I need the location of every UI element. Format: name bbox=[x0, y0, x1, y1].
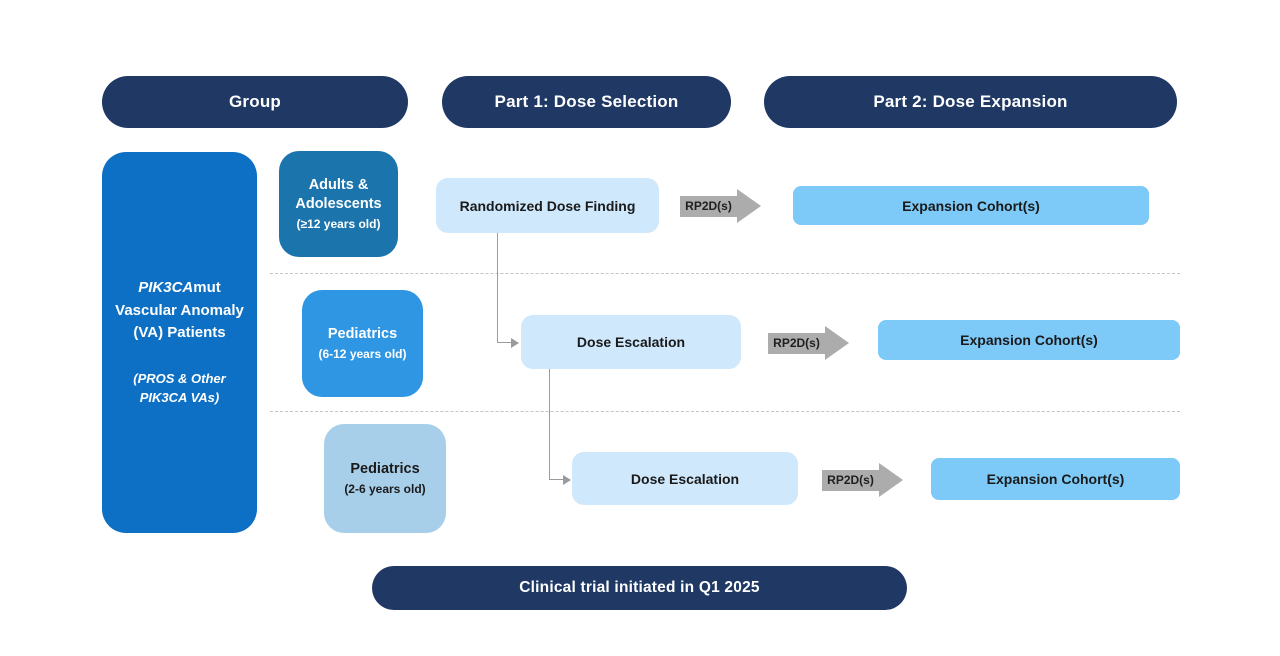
row-separator-1 bbox=[270, 273, 1180, 274]
connector-row1-to-row2-vertical bbox=[497, 233, 498, 342]
expansion-cohorts-row2-label: Expansion Cohort(s) bbox=[960, 332, 1098, 348]
header-group: Group bbox=[102, 76, 408, 128]
patient-note-line1: (PROS & Other bbox=[133, 370, 226, 386]
expansion-cohorts-row3: Expansion Cohort(s) bbox=[931, 458, 1180, 500]
connector-row1-to-row2-horizontal bbox=[497, 342, 511, 343]
patient-note-line2: PIK3CA VAs) bbox=[139, 390, 220, 406]
patient-population-box: PIK3CAmut Vascular Anomaly (VA) Patients… bbox=[102, 152, 257, 533]
header-part1-label: Part 1: Dose Selection bbox=[494, 92, 679, 111]
group-adults-years: (≥12 years old) bbox=[296, 216, 381, 231]
footer-trial-initiation-label: Clinical trial initiated in Q1 2025 bbox=[519, 579, 760, 596]
connector-row2-to-row3-arrowhead-icon bbox=[563, 475, 571, 485]
header-group-label: Group bbox=[229, 92, 281, 111]
group-peds612-years: (6-12 years old) bbox=[318, 346, 407, 361]
group-box-pediatrics-6-12: Pediatrics (6-12 years old) bbox=[302, 290, 423, 397]
rp2d-arrow-row1-label: RP2D(s) bbox=[680, 195, 737, 217]
stage-dose-escalation-row2-label: Dose Escalation bbox=[576, 334, 686, 350]
patient-line2: Vascular Anomaly bbox=[115, 301, 244, 319]
rp2d-arrow-row2-label: RP2D(s) bbox=[768, 332, 825, 354]
stage-dose-escalation-row3: Dose Escalation bbox=[572, 452, 798, 505]
row-separator-2 bbox=[270, 411, 1180, 412]
rp2d-arrow-row3: RP2D(s) bbox=[822, 463, 903, 497]
patient-note: (PROS & Other PIK3CA VAs) bbox=[133, 369, 225, 408]
patient-line3: (VA) Patients bbox=[133, 324, 226, 342]
header-part2-dose-expansion: Part 2: Dose Expansion bbox=[764, 76, 1177, 128]
stage-dose-escalation-row2: Dose Escalation bbox=[521, 315, 741, 369]
expansion-cohorts-row1: Expansion Cohort(s) bbox=[793, 186, 1149, 225]
expansion-cohorts-row3-label: Expansion Cohort(s) bbox=[986, 471, 1125, 487]
rp2d-arrowhead-icon bbox=[879, 463, 903, 497]
patient-gene-suffix: mut bbox=[193, 279, 221, 297]
connector-row2-to-row3-horizontal bbox=[549, 479, 563, 480]
header-part1-dose-selection: Part 1: Dose Selection bbox=[442, 76, 731, 128]
group-box-pediatrics-2-6: Pediatrics (2-6 years old) bbox=[324, 424, 446, 533]
rp2d-arrow-row2: RP2D(s) bbox=[768, 326, 849, 360]
header-part2-label: Part 2: Dose Expansion bbox=[873, 92, 1068, 111]
footer-trial-initiation: Clinical trial initiated in Q1 2025 bbox=[372, 566, 907, 610]
patient-gene-line: PIK3CAmut bbox=[138, 277, 221, 300]
group-adults-line2: Adolescents bbox=[295, 196, 382, 213]
stage-randomized-dose-finding-label: Randomized Dose Finding bbox=[459, 197, 636, 214]
group-peds612-line1: Pediatrics bbox=[327, 326, 398, 343]
expansion-cohorts-row2: Expansion Cohort(s) bbox=[878, 320, 1180, 360]
connector-row2-to-row3-vertical bbox=[549, 369, 550, 479]
stage-randomized-dose-finding: Randomized Dose Finding bbox=[436, 178, 659, 233]
group-box-adults-adolescents: Adults & Adolescents (≥12 years old) bbox=[279, 151, 398, 257]
connector-row1-to-row2-arrowhead-icon bbox=[511, 338, 519, 348]
group-adults-line1: Adults & bbox=[308, 176, 369, 193]
rp2d-arrowhead-icon bbox=[825, 326, 849, 360]
expansion-cohorts-row1-label: Expansion Cohort(s) bbox=[902, 197, 1040, 214]
patient-gene-italic: PIK3CA bbox=[138, 279, 194, 297]
group-peds26-line1: Pediatrics bbox=[350, 461, 420, 478]
rp2d-arrow-row3-label: RP2D(s) bbox=[822, 469, 879, 491]
rp2d-arrowhead-icon bbox=[737, 189, 761, 223]
stage-dose-escalation-row3-label: Dose Escalation bbox=[630, 470, 740, 487]
rp2d-arrow-row1: RP2D(s) bbox=[680, 189, 761, 223]
group-peds26-years: (2-6 years old) bbox=[344, 481, 426, 496]
